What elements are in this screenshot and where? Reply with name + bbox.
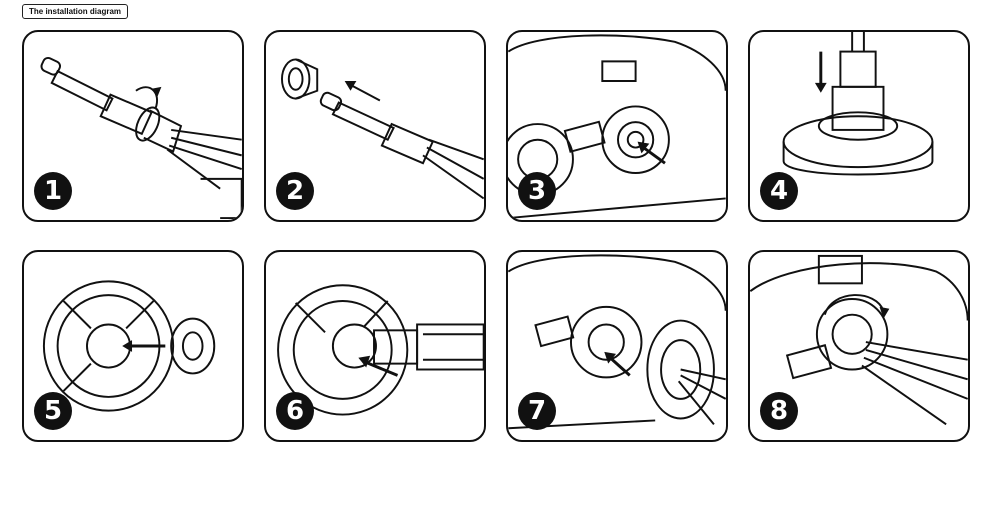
step-number-badge: 6 (276, 392, 314, 430)
step-number-badge: 8 (760, 392, 798, 430)
bulb-twist-illustration (40, 56, 242, 220)
step-number-badge: 2 (276, 172, 314, 210)
ring-attach-illustration (42, 280, 216, 412)
step-1-panel: 1 (22, 30, 244, 222)
step-number-badge: 4 (760, 172, 798, 210)
step-number-badge: 7 (518, 392, 556, 430)
base-insert-illustration (782, 32, 934, 176)
step-6-panel: 6 (264, 250, 486, 442)
step-5-panel: 5 (22, 250, 244, 442)
headlight-housing-illustration (508, 34, 726, 220)
step-2-panel: 2 (264, 30, 486, 222)
lock-rotate-illustration (750, 254, 968, 426)
step-number-badge: 3 (518, 172, 556, 210)
bulb-insert-illustration (277, 284, 484, 416)
step-number-badge: 1 (34, 172, 72, 210)
diagram-title: The installation diagram (22, 4, 129, 19)
step-number-badge: 5 (34, 392, 72, 430)
step-3-panel: 3 (506, 30, 728, 222)
cap-remove-illustration (281, 58, 484, 200)
step-7-panel: 7 (506, 250, 728, 442)
step-4-panel: 4 (748, 30, 970, 222)
step-8-panel: 8 (748, 250, 970, 442)
